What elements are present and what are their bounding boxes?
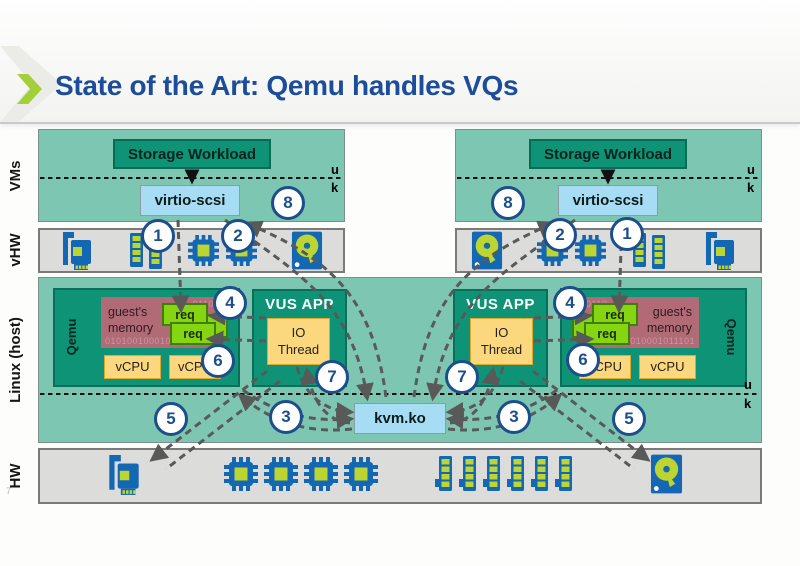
virtio-scsi-box-left: virtio-scsi [140,185,240,216]
step-circle-4-right: 4 [553,286,587,320]
storage-workload-label: Storage Workload [127,145,257,163]
slide-number: 7 [6,486,12,496]
chip-icon [344,457,378,491]
req-box-front-right: req [584,322,630,345]
step-circle-6-left: 6 [201,344,235,378]
vus-app-label: VUS APP [466,296,535,313]
vcpu-box: vCPU [639,355,696,379]
kvm-ko-label: kvm.ko [374,410,426,427]
kernel-label: k [744,396,752,411]
vhw-left-icons [38,228,345,273]
step-circle-1-right: 1 [610,217,644,251]
io-thread-box-left: IO Thread [267,318,330,365]
user-label: u [331,162,339,177]
step-circle-1-left: 1 [141,219,175,253]
storage-workload-box-right: Storage Workload [529,139,687,169]
layer-label-hw: HW [7,463,24,489]
vus-app-label: VUS APP [265,296,334,313]
chip-icon [575,235,606,266]
qemu-label-right: Qemu [724,318,739,356]
req-box-front-left: req [170,322,216,345]
guest-memory-label: guest's memory [108,305,154,336]
step-circle-5-left: 5 [154,402,188,436]
step-circle-7-left: 7 [315,360,349,394]
step-circle-8-left: 8 [271,186,305,220]
step-circle-3-left: 3 [269,400,303,434]
step-circle-2-right: 2 [543,218,577,252]
step-circle-4-left: 4 [213,286,247,320]
nic-icon [60,231,94,271]
disk-icon [650,453,683,495]
chip-icon [224,457,258,491]
step-circle-5-right: 5 [612,402,646,436]
virtio-scsi-label: virtio-scsi [572,192,644,209]
dimm-icon [434,455,455,493]
vhw-right-icons [455,228,762,273]
disk-icon [291,230,323,271]
storage-workload-label: Storage Workload [543,145,673,163]
step-circle-6-right: 6 [566,343,600,377]
slide-header: State of the Art: Qemu handles VQs [0,0,800,124]
kvm-ko-box: kvm.ko [354,403,446,434]
dimm-icon [554,455,575,493]
step-circle-8-right: 8 [491,186,525,220]
chip-icon [304,457,338,491]
virtio-scsi-label: virtio-scsi [154,192,226,209]
memory-bits: 01010010001011101 [602,336,695,346]
dimm-icon [530,455,551,493]
storage-workload-box-left: Storage Workload [113,139,271,169]
step-circle-2-left: 2 [221,219,255,253]
dimm-icon [482,455,503,493]
step-circle-7-right: 7 [445,360,479,394]
dimm-icon [458,455,479,493]
layer-label-vhw: vHW [7,233,24,267]
nic-icon [106,454,142,496]
virtio-scsi-box-right: virtio-scsi [558,185,658,216]
memory-bits: 01010010001011101 [105,336,198,346]
io-thread-box-right: IO Thread [470,318,533,365]
layer-label-linux: Linux (host) [7,317,24,403]
dimm-icon [506,455,527,493]
hw-icons [38,448,762,504]
disk-icon [471,230,503,271]
step-circle-3-right: 3 [497,400,531,434]
user-label: u [744,377,752,392]
qemu-label-left: Qemu [64,318,79,356]
vcpu-box: vCPU [104,355,161,379]
slide-title: State of the Art: Qemu handles VQs [55,70,519,101]
kernel-label: k [331,180,339,195]
nic-icon [703,231,737,271]
kernel-label: k [747,180,755,195]
chip-icon [264,457,298,491]
chip-icon [188,235,219,266]
user-label: u [747,162,755,177]
guest-memory-label: guest's memory [646,305,692,336]
